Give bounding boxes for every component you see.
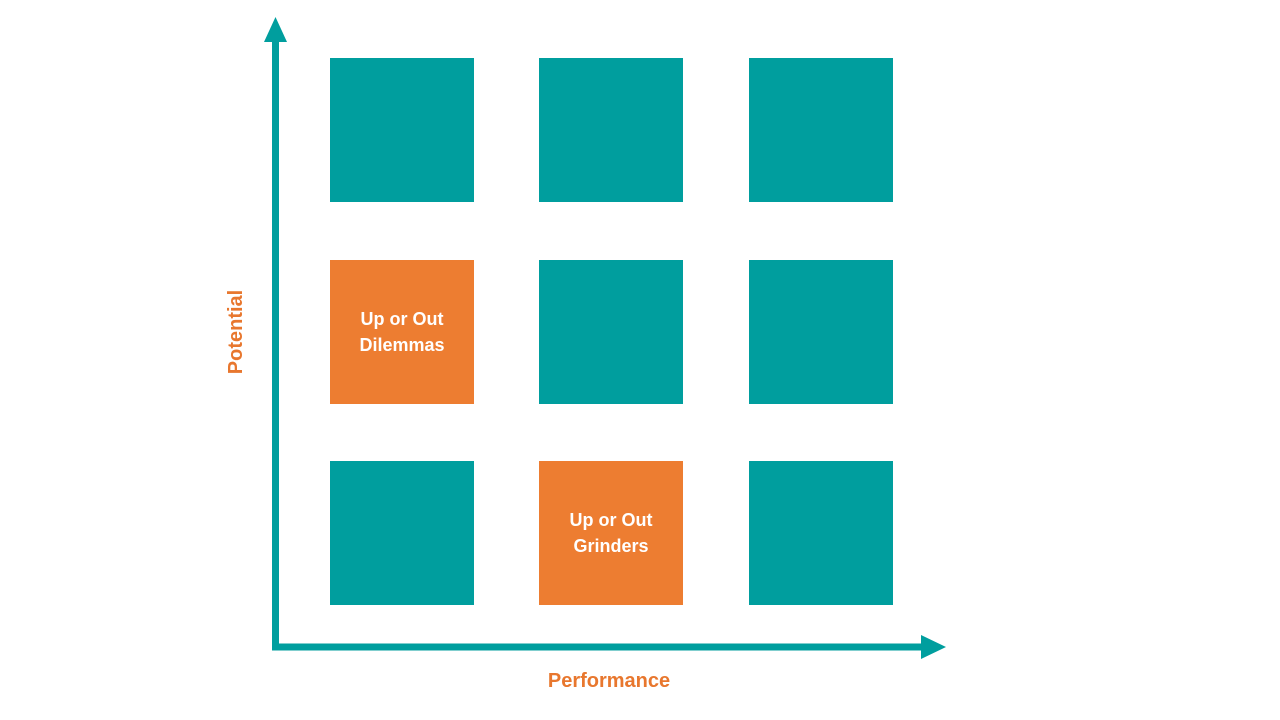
grid-box-label: Up or Out Dilemmas — [359, 309, 445, 355]
grid-box-r3-c1 — [330, 461, 474, 605]
grid-box-up-or-out-grinders: Up or Out Grinders — [539, 461, 683, 605]
grid-box-r1-c3 — [749, 58, 893, 202]
grid-box-label: Up or Out Grinders — [569, 510, 653, 556]
grid-box-r3-c3 — [749, 461, 893, 605]
y-axis-arrow-icon — [264, 17, 287, 42]
grid-box-r2-c3 — [749, 260, 893, 404]
grid-box-r1-c1 — [330, 58, 474, 202]
grid-box-r2-c2 — [539, 260, 683, 404]
y-axis-label: Potential — [225, 289, 247, 375]
grid-box-r1-c2 — [539, 58, 683, 202]
grid-box-up-or-out-dilemmas: Up or Out Dilemmas — [330, 260, 474, 404]
x-axis-arrow-icon — [921, 635, 946, 659]
x-axis-label: Performance — [547, 670, 671, 692]
